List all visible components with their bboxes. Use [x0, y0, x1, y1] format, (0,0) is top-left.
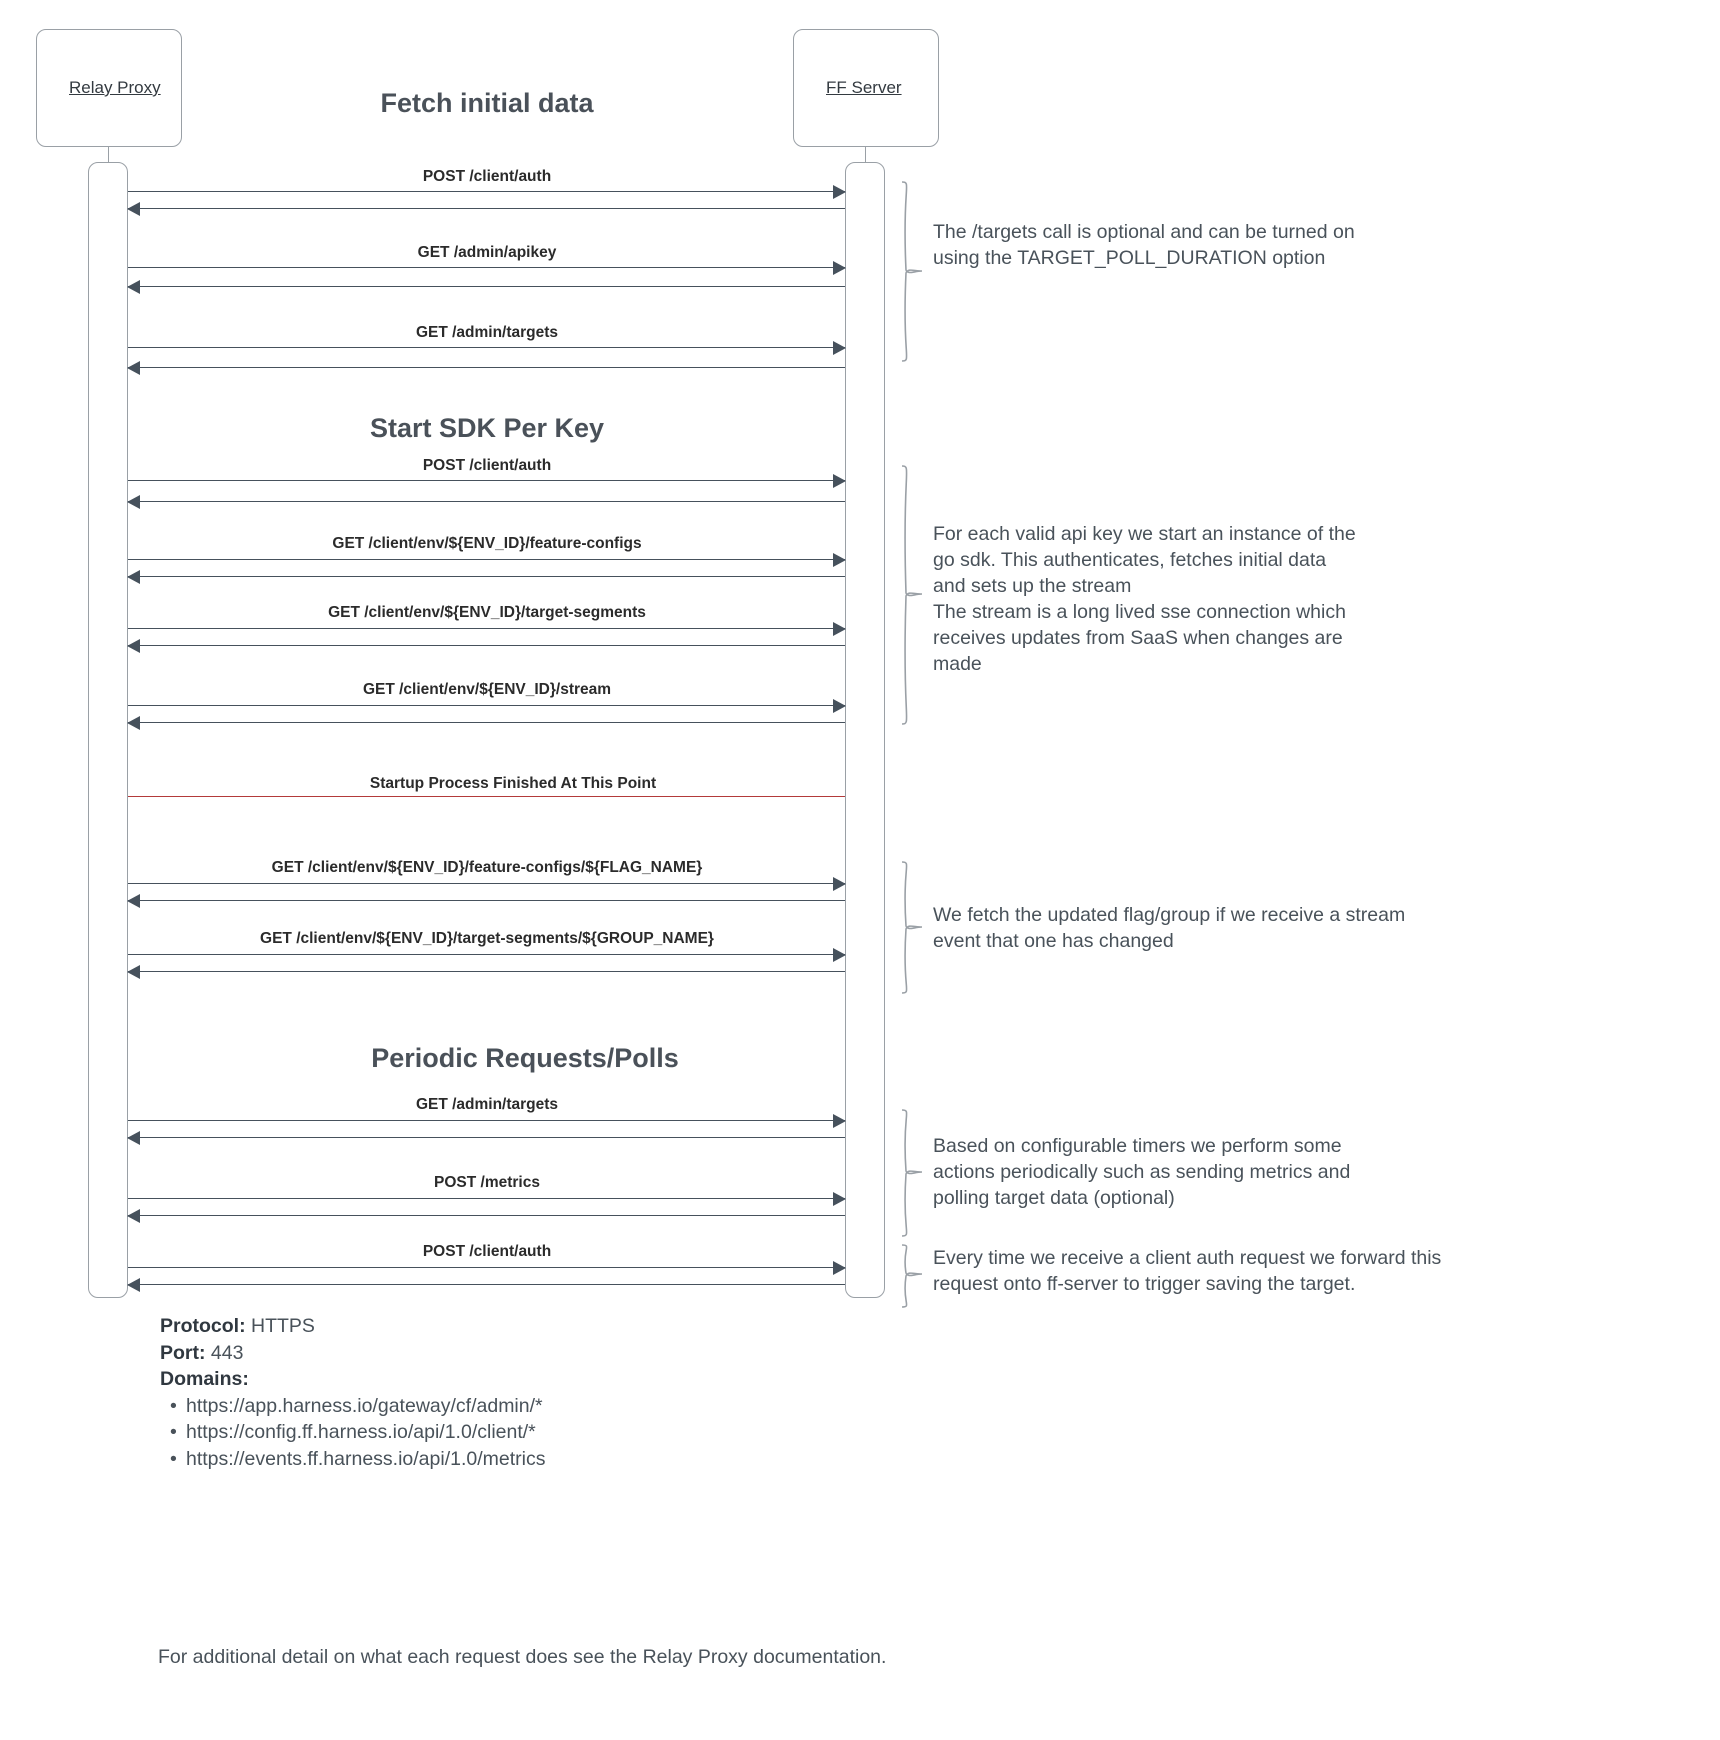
list-item: https://app.harness.io/gateway/cf/admin/…	[170, 1393, 545, 1420]
message-arrow-m8-request	[833, 877, 846, 891]
message-label-m4: POST /client/auth	[422, 457, 552, 474]
message-label-m12: POST /client/auth	[422, 1243, 552, 1260]
message-label-m8: GET /client/env/${ENV_ID}/feature-config…	[271, 859, 703, 876]
message-arrow-m2-response	[127, 280, 140, 294]
message-line-m10-response	[128, 1137, 845, 1138]
note-text-sdk-instance: For each valid api key we start an insta…	[933, 523, 1356, 675]
message-label-m11: POST /metrics	[434, 1174, 540, 1191]
participant-ff-server[interactable]: FF Server	[793, 29, 939, 147]
footer-connection-details: Protocol: HTTPS Port: 443 Domains: https…	[160, 1313, 545, 1472]
message-line-m7-response	[128, 722, 845, 723]
message-label-m2: GET /admin/apikey	[417, 244, 557, 261]
message-arrow-m3-response	[127, 361, 140, 375]
message-line-m11-response	[128, 1215, 845, 1216]
footer-domains-row: Domains:	[160, 1366, 545, 1393]
message-arrow-m6-response	[127, 639, 140, 653]
message-line-m10-request	[128, 1120, 845, 1121]
message-label-m1: POST /client/auth	[422, 168, 552, 185]
message-label-m6: GET /client/env/${ENV_ID}/target-segment…	[328, 604, 646, 621]
message-arrow-m4-request	[833, 474, 846, 488]
footer-domain-list: https://app.harness.io/gateway/cf/admin/…	[160, 1393, 546, 1473]
message-arrow-m5-request	[833, 553, 846, 567]
divider-label-startup-finished: Startup Process Finished At This Point	[369, 775, 657, 792]
note-text-client-auth-forward: Every time we receive a client auth requ…	[933, 1247, 1442, 1295]
message-label-m9: GET /client/env/${ENV_ID}/target-segment…	[260, 930, 714, 947]
message-line-m3-request	[128, 347, 845, 348]
note-bracket-sdk-instance	[898, 464, 924, 726]
message-arrow-m11-response	[127, 1209, 140, 1223]
message-arrow-m12-request	[833, 1261, 846, 1275]
participant-label-ff-server: FF Server	[826, 78, 902, 97]
footer-protocol-key: Protocol:	[160, 1315, 246, 1337]
note-text-stream-update: We fetch the updated flag/group if we re…	[933, 904, 1406, 952]
message-line-m2-response	[128, 286, 845, 287]
message-line-m4-response	[128, 501, 845, 502]
list-item: https://config.ff.harness.io/api/1.0/cli…	[170, 1419, 545, 1446]
note-bracket-client-auth-forward	[898, 1243, 924, 1309]
message-line-m12-response	[128, 1284, 845, 1285]
message-line-m8-response	[128, 900, 845, 901]
message-arrow-m8-response	[127, 894, 140, 908]
message-line-m6-response	[128, 645, 845, 646]
activation-relay-proxy	[88, 162, 128, 1298]
message-arrow-m11-request	[833, 1192, 846, 1206]
lifeline-relay-proxy	[108, 147, 110, 171]
section-title-periodic-requests-polls: Periodic Requests/Polls	[371, 1043, 679, 1073]
message-arrow-m5-response	[127, 570, 140, 584]
message-label-m3: GET /admin/targets	[415, 324, 559, 341]
footer-port-row: Port: 443	[160, 1340, 545, 1367]
message-arrow-m3-request	[833, 341, 846, 355]
section-title-fetch-initial-data: Fetch initial data	[380, 88, 594, 118]
footer-port-key: Port:	[160, 1341, 206, 1364]
section-title-start-sdk-per-key: Start SDK Per Key	[369, 413, 605, 443]
message-arrow-m10-request	[833, 1114, 846, 1128]
message-arrow-m9-request	[833, 948, 846, 962]
divider-line-startup-finished	[128, 796, 845, 797]
participant-label-relay-proxy: Relay Proxy	[69, 78, 161, 97]
message-label-m7: GET /client/env/${ENV_ID}/stream	[362, 681, 612, 698]
footer-documentation-note: For additional detail on what each reque…	[158, 1646, 887, 1668]
message-line-m3-response	[128, 367, 845, 368]
message-arrow-m9-response	[127, 965, 140, 979]
message-line-m5-request	[128, 559, 845, 560]
message-arrow-m7-response	[127, 716, 140, 730]
message-arrow-m6-request	[833, 622, 846, 636]
activation-ff-server	[845, 162, 885, 1298]
message-line-m5-response	[128, 576, 845, 577]
note-bracket-targets-optional	[898, 180, 924, 363]
message-arrow-m10-response	[127, 1131, 140, 1145]
note-text-targets-optional: The /targets call is optional and can be…	[933, 221, 1355, 269]
message-arrow-m1-response	[127, 202, 140, 216]
message-line-m1-response	[128, 208, 845, 209]
message-line-m4-request	[128, 480, 845, 481]
note-bracket-periodic-timers	[898, 1108, 924, 1238]
message-arrow-m2-request	[833, 261, 846, 275]
note-bracket-stream-update	[898, 860, 924, 995]
message-line-m11-request	[128, 1198, 845, 1199]
message-line-m12-request	[128, 1267, 845, 1268]
footer-protocol-row: Protocol: HTTPS	[160, 1313, 545, 1340]
lifeline-ff-server	[865, 147, 867, 171]
footer-port-value: 443	[210, 1341, 244, 1364]
message-arrow-m12-response	[127, 1278, 140, 1292]
message-label-m5: GET /client/env/${ENV_ID}/feature-config…	[332, 535, 642, 552]
note-text-periodic-timers: Based on configurable timers we perform …	[933, 1135, 1351, 1209]
message-line-m2-request	[128, 267, 845, 268]
message-label-m10: GET /admin/targets	[415, 1096, 559, 1113]
message-line-m8-request	[128, 883, 845, 884]
message-line-m9-response	[128, 971, 845, 972]
message-arrow-m1-request	[833, 185, 846, 199]
message-line-m6-request	[128, 628, 845, 629]
message-line-m9-request	[128, 954, 845, 955]
footer-protocol-value: HTTPS	[251, 1315, 315, 1337]
participant-relay-proxy[interactable]: Relay Proxy	[36, 29, 182, 147]
message-line-m7-request	[128, 705, 845, 706]
message-arrow-m4-response	[127, 495, 140, 509]
message-arrow-m7-request	[833, 699, 846, 713]
list-item: https://events.ff.harness.io/api/1.0/met…	[170, 1446, 546, 1473]
message-line-m1-request	[128, 191, 845, 192]
footer-domains-key: Domains:	[160, 1368, 249, 1390]
